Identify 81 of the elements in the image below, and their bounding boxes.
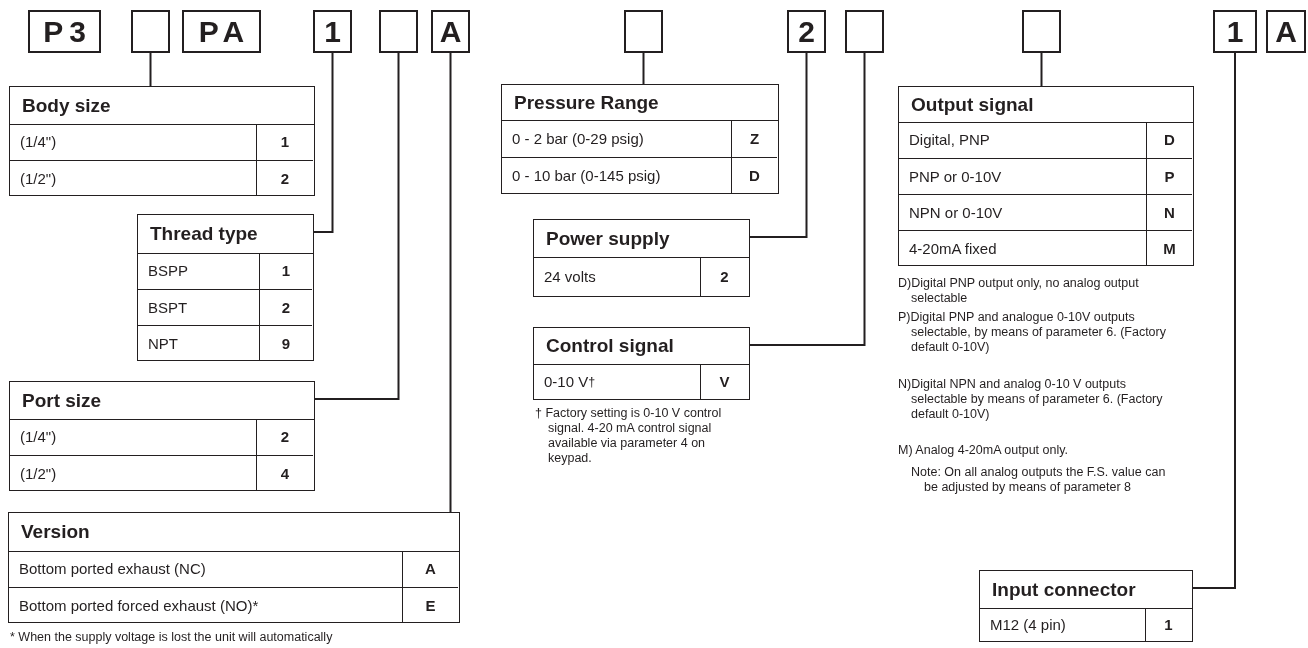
option-label: (1/2") <box>10 454 257 491</box>
empty-code-field <box>624 10 663 53</box>
option-table <box>533 219 750 297</box>
option-code: D <box>732 156 777 194</box>
leader-line <box>1040 52 1043 87</box>
leader-line <box>149 52 152 87</box>
empty-code-field <box>1022 10 1061 53</box>
option-label: (1/2") <box>10 159 257 196</box>
option-table <box>533 327 750 400</box>
option-table <box>137 214 314 361</box>
option-label: Bottom ported exhaust (NC) <box>9 550 403 587</box>
table-header: Pressure Range <box>502 85 778 121</box>
footnote-text: D)Digital PNP output only, no analog output selectable <box>898 276 1140 306</box>
option-label: 0 - 2 bar (0-29 psig) <box>502 119 732 157</box>
table-header: Output signal <box>899 87 1193 123</box>
option-table <box>9 86 315 196</box>
option-code: E <box>403 586 458 623</box>
leader-line <box>749 52 808 238</box>
option-code: 1 <box>280 261 292 281</box>
leader-line <box>449 52 452 513</box>
option-code: P <box>1147 157 1192 194</box>
code-field: 2 <box>787 10 826 53</box>
option-code: D <box>1163 130 1176 150</box>
option-label: 24 volts <box>534 256 701 297</box>
option-code: 2 <box>260 288 312 325</box>
table-header: Thread type <box>138 215 313 254</box>
option-label: PNP or 0-10V <box>899 157 1147 194</box>
option-table <box>979 570 1193 642</box>
option-code: 9 <box>260 324 312 361</box>
table-header: Port size <box>10 382 314 420</box>
option-label: M12 (4 pin) <box>980 607 1146 642</box>
option-code: 1 <box>1163 615 1174 635</box>
leader-line <box>642 52 645 85</box>
option-label: NPN or 0-10V <box>899 193 1147 230</box>
empty-code-field <box>845 10 884 53</box>
footnote-text: † Factory setting is 0-10 V control signal. 4-20 mA control signal available via parameter 4 on keypad. <box>535 406 723 466</box>
empty-code-field <box>379 10 418 53</box>
empty-code-field <box>131 10 170 53</box>
option-table <box>8 512 460 623</box>
option-code: 4 <box>257 454 313 491</box>
option-label: 4-20mA fixed <box>899 229 1147 266</box>
leader-line <box>313 52 334 233</box>
option-label: BSPP <box>138 252 260 289</box>
option-table <box>9 381 315 491</box>
code-field: A <box>1266 10 1306 53</box>
code-field: 1 <box>1213 10 1257 53</box>
option-label: (1/4") <box>10 418 257 455</box>
code-field: PA <box>182 10 261 53</box>
option-code: 1 <box>279 132 291 152</box>
code-field: 1 <box>313 10 352 53</box>
option-code: Z <box>748 128 761 149</box>
footnote-text: P)Digital PNP and analogue 0-10V outputs selectable, by means of parameter 6. (Factory default 0-10V) <box>898 310 1167 355</box>
option-table <box>501 84 779 194</box>
option-code: 2 <box>719 267 730 287</box>
option-code: N <box>1147 193 1192 230</box>
table-header: Version <box>9 513 459 552</box>
leader-line <box>314 52 400 400</box>
leader-line <box>1192 52 1236 589</box>
table-header: Control signal <box>534 328 749 365</box>
footnote-text: * When the supply voltage is lost the unit will automatically <box>10 630 334 645</box>
leader-line <box>749 52 866 346</box>
option-table <box>898 86 1194 266</box>
option-code: M <box>1147 229 1192 266</box>
option-label: BSPT <box>138 288 260 325</box>
option-label: Bottom ported forced exhaust (NO)* <box>9 586 403 623</box>
table-header: Body size <box>10 87 314 125</box>
table-header: Input connector <box>980 571 1192 609</box>
option-code: 2 <box>257 159 313 196</box>
option-code: 2 <box>279 427 291 447</box>
footnote-text: M) Analog 4-20mA output only. <box>898 443 1069 458</box>
option-label: 0 - 10 bar (0-145 psig) <box>502 156 732 194</box>
option-label: NPT <box>138 324 260 361</box>
footnote-text: N)Digital NPN and analog 0-10 V outputs selectable by means of parameter 6. (Factory default 0-10V) <box>898 377 1164 422</box>
code-field: P3 <box>28 10 101 53</box>
option-code: V <box>718 372 731 392</box>
option-label: (1/4") <box>10 123 257 160</box>
option-label: Digital, PNP <box>899 121 1147 158</box>
footnote-text: Note: On all analog outputs the F.S. value can be adjusted by means of parameter 8 <box>911 465 1167 495</box>
option-code: A <box>424 559 437 579</box>
code-field: A <box>431 10 470 53</box>
table-header: Power supply <box>534 220 749 258</box>
